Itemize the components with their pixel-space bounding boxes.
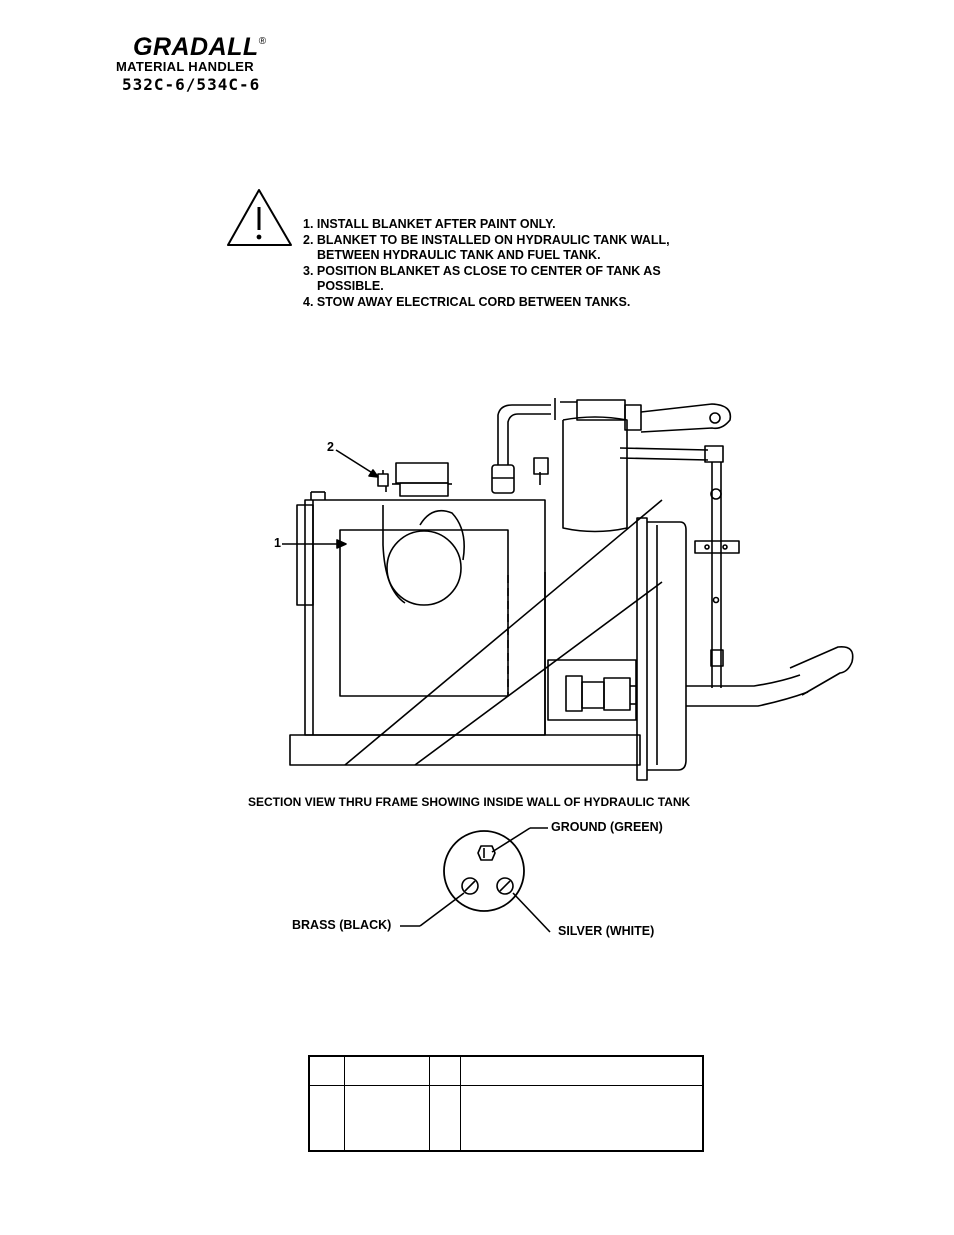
table-row — [308, 1085, 704, 1151]
table-cell — [308, 1085, 345, 1151]
callout-2-leader — [335, 449, 379, 478]
plug-diagram — [400, 827, 551, 933]
outlet-hose — [686, 645, 854, 707]
model-number: 532C-6/534C-6 — [122, 75, 261, 94]
note-3-continued: POSSIBLE. — [317, 279, 384, 293]
hydraulic-tank — [289, 491, 641, 766]
parts-table — [308, 1055, 704, 1152]
product-subtitle: MATERIAL HANDLER — [116, 59, 254, 74]
bracket-tube — [619, 445, 740, 688]
brand-name: GRADALL — [133, 33, 259, 61]
heater-blanket — [339, 505, 509, 697]
return-pipe — [491, 404, 551, 494]
header-cell — [308, 1056, 345, 1086]
outlet-fittings — [565, 675, 637, 712]
note-2: 2. BLANKET TO BE INSTALLED ON HYDRAULIC … — [303, 232, 670, 247]
note-2-continued: BETWEEN HYDRAULIC TANK AND FUEL TANK. — [317, 248, 601, 262]
silver-label: SILVER (WHITE) — [558, 924, 655, 938]
callout-1: 1 — [274, 536, 281, 550]
warning-triangle-icon — [227, 189, 292, 246]
electrical-connector — [377, 470, 389, 492]
table-cell — [429, 1085, 461, 1151]
note-4: 4. STOW AWAY ELECTRICAL CORD BETWEEN TAN… — [303, 294, 631, 309]
registered-mark: ® — [258, 36, 267, 47]
header-cell — [460, 1056, 704, 1086]
note-3: 3. POSITION BLANKET AS CLOSE TO CENTER O… — [303, 263, 661, 278]
table-cell — [460, 1085, 704, 1151]
callout-1-leader — [282, 539, 347, 549]
header-cell — [344, 1056, 430, 1086]
filler-cap — [392, 462, 452, 497]
brass-label: BRASS (BLACK) — [292, 918, 392, 932]
installation-notes: 1. INSTALL BLANKET AFTER PAINT ONLY. 2. … — [303, 217, 670, 310]
ground-label: GROUND (GREEN) — [551, 820, 663, 834]
parts-table-header — [308, 1056, 704, 1086]
section-plane — [344, 499, 663, 766]
table-cell — [344, 1085, 430, 1151]
callout-2: 2 — [327, 440, 334, 454]
header-cell — [429, 1056, 461, 1086]
frame-flange — [547, 517, 687, 781]
filter-housing — [554, 398, 732, 533]
section-view-caption: SECTION VIEW THRU FRAME SHOWING INSIDE W… — [248, 795, 691, 809]
brand-logo: GRADALL® — [133, 33, 267, 62]
note-1: 1. INSTALL BLANKET AFTER PAINT ONLY. — [303, 217, 556, 231]
